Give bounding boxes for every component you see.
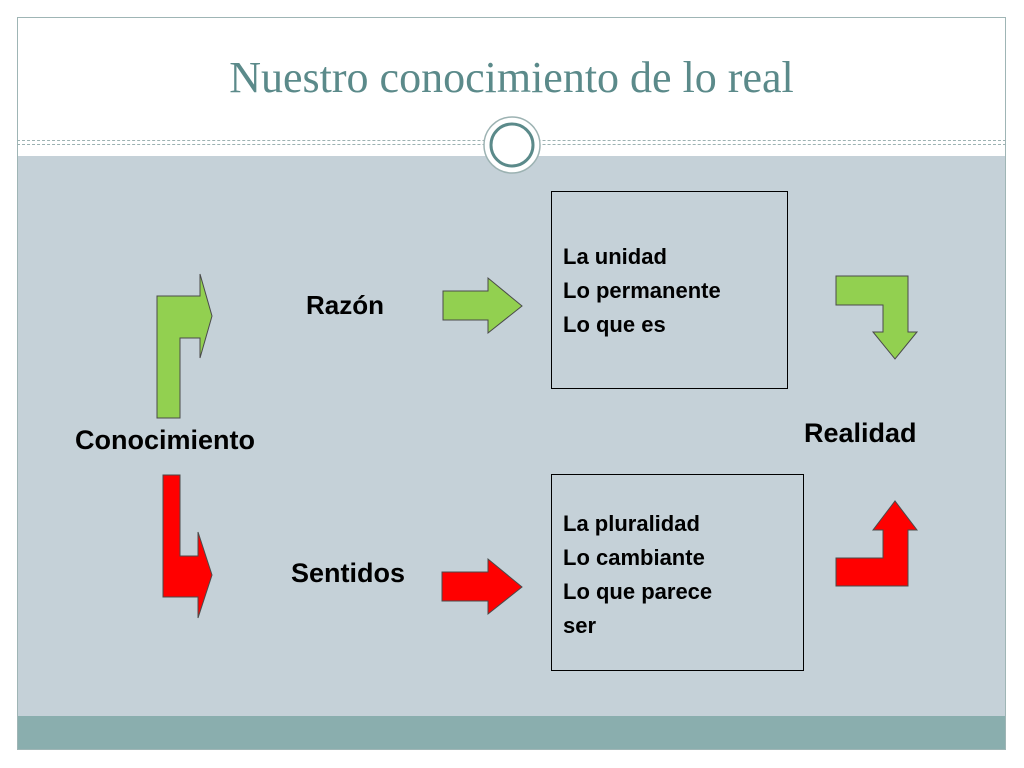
razon-attributes-box: La unidad Lo permanente Lo que es <box>551 191 788 389</box>
sentidos-attributes-box: La pluralidad Lo cambiante Lo que parece… <box>551 474 804 671</box>
node-realidad: Realidad <box>804 418 917 448</box>
arrow-conocimiento-to-razon <box>156 273 213 419</box>
sentidos-attribute: Lo cambiante <box>563 545 705 570</box>
slide-title: Nuestro conocimiento de lo real <box>229 53 794 102</box>
footer-bar <box>18 716 1005 749</box>
arrow-razon-box-to-realidad <box>835 275 919 360</box>
sentidos-attribute: ser <box>563 613 597 638</box>
arrow-razon-to-box <box>442 276 523 335</box>
arrow-sentidos-box-to-realidad <box>835 500 919 587</box>
slide-frame <box>17 17 1006 750</box>
razon-attribute: La unidad <box>563 244 667 269</box>
content-area <box>18 156 1005 716</box>
arrow-conocimiento-to-sentidos <box>162 474 213 619</box>
sentidos-attribute: Lo que parece <box>563 579 713 604</box>
node-conocimiento: Conocimiento <box>75 425 255 455</box>
razon-attribute: Lo permanente <box>563 278 721 303</box>
razon-attribute: Lo que es <box>563 312 666 337</box>
sentidos-attribute: La pluralidad <box>563 511 700 536</box>
arrow-sentidos-to-box <box>441 557 523 616</box>
node-sentidos: Sentidos <box>291 558 406 588</box>
node-razon: Razón <box>306 290 384 320</box>
circle-ornament-icon <box>483 116 541 174</box>
